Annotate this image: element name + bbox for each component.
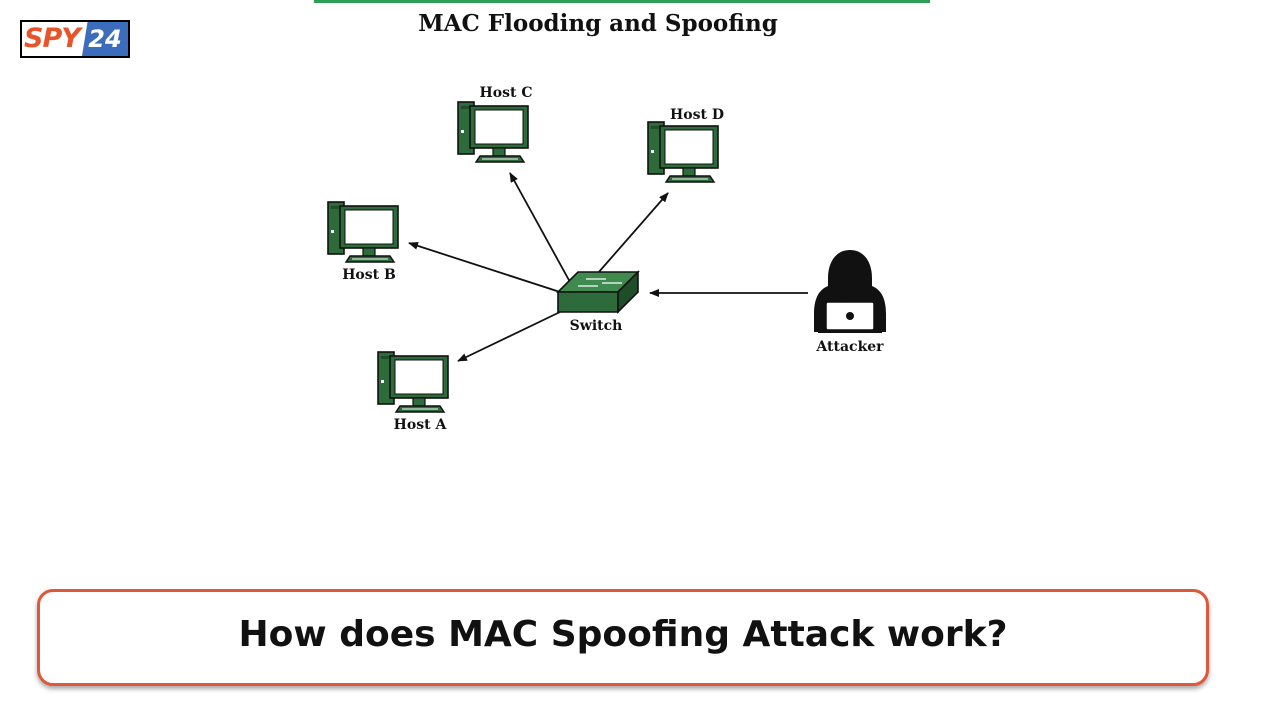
switch-label: Switch: [570, 318, 623, 334]
network-diagram: Host C Host D Host B Host A Switch Attac…: [327, 85, 886, 433]
hooded-attacker-icon: [814, 250, 886, 333]
link-switch-to-host-b: [408, 241, 561, 293]
host-b-label: Host B: [342, 267, 396, 283]
host-c-computer-icon: [457, 101, 529, 163]
link-switch-to-host-d: [597, 192, 669, 274]
attacker-label: Attacker: [815, 339, 884, 355]
diagram-title: MAC Flooding and Spoofing: [418, 10, 778, 37]
top-accent-bar: [314, 0, 930, 3]
logo-inner: SPY 24: [22, 22, 128, 56]
logo-brand-number: 24: [82, 22, 128, 56]
host-c-label: Host C: [480, 85, 533, 101]
host-d-computer-icon: [647, 121, 719, 183]
host-a-label: Host A: [394, 417, 448, 433]
network-switch-icon: [556, 270, 640, 314]
link-switch-to-host-a: [457, 311, 561, 362]
caption-box: How does MAC Spoofing Attack work?: [37, 589, 1209, 686]
host-d-label: Host D: [670, 107, 724, 123]
logo-brand-text: SPY: [22, 22, 86, 56]
caption-text: How does MAC Spoofing Attack work?: [238, 614, 1008, 655]
host-a-computer-icon: [377, 351, 449, 413]
spy24-logo: SPY 24: [20, 20, 130, 58]
host-b-computer-icon: [327, 201, 399, 263]
link-switch-to-host-c: [509, 172, 571, 283]
